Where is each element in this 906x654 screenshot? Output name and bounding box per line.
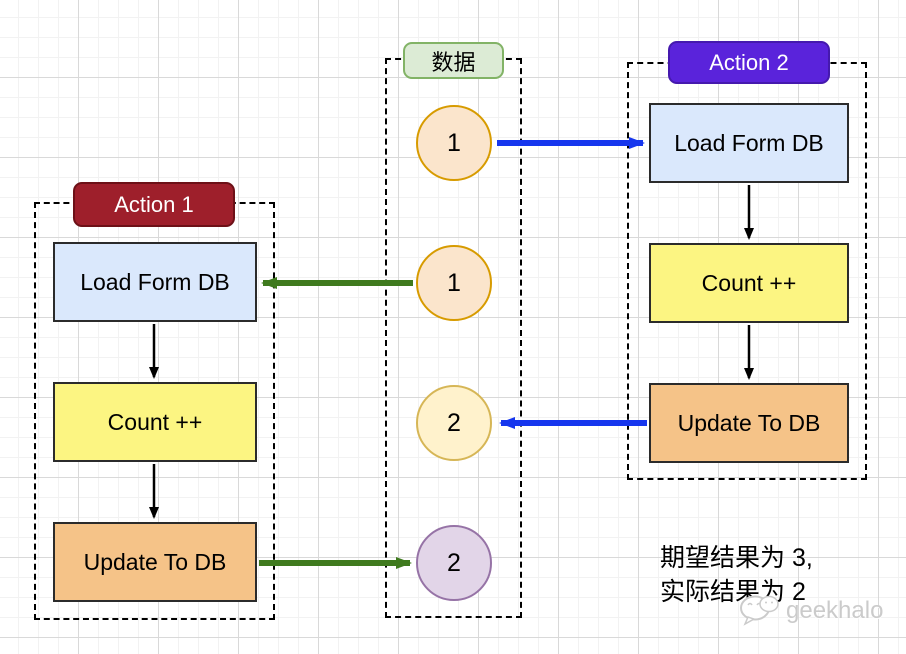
- action1-step-update: Update To DB: [53, 522, 257, 602]
- action1-step-load: Load Form DB: [53, 242, 257, 322]
- watermark-text: geekhalo: [786, 597, 884, 624]
- data-value-circle-1: 1: [416, 105, 492, 181]
- action1-title: Action 1: [73, 182, 235, 227]
- action2-title: Action 2: [668, 41, 830, 84]
- result-note-line1: 期望结果为 3,: [660, 544, 813, 572]
- action2-step-count: Count ++: [649, 243, 849, 323]
- data-column-title: 数据: [403, 42, 504, 79]
- data-value-circle-4: 2: [416, 525, 492, 601]
- action2-step-update: Update To DB: [649, 383, 849, 463]
- action1-step-count: Count ++: [53, 382, 257, 462]
- watermark: geekhalo: [738, 594, 883, 628]
- data-value-circle-2: 1: [416, 245, 492, 321]
- action2-step-load: Load Form DB: [649, 103, 849, 183]
- result-note-line2: 实际结果为 2: [660, 578, 806, 606]
- data-value-circle-3: 2: [416, 385, 492, 461]
- wechat-icon: [740, 595, 779, 626]
- result-note: 期望结果为 3, 实际结果为 2: [660, 541, 813, 609]
